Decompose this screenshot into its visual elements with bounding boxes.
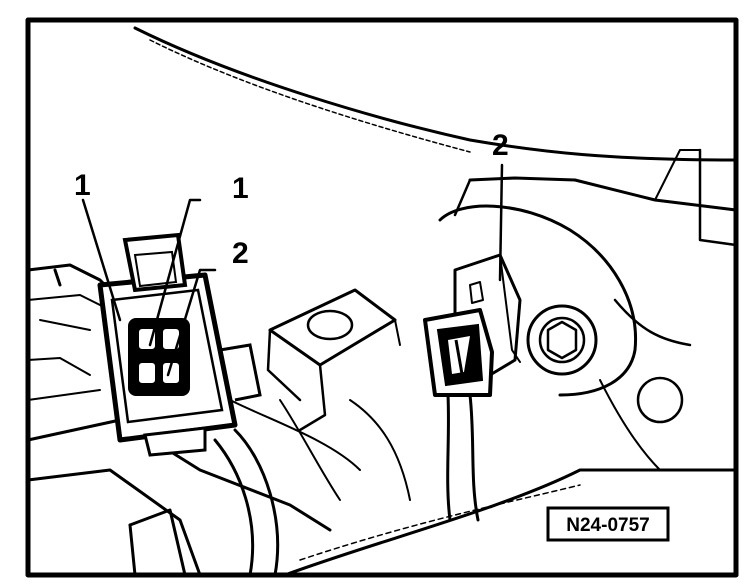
bolt: [526, 304, 598, 376]
sensor-connector: [423, 308, 494, 397]
housing-outline: [133, 26, 738, 247]
figure-frame: [25, 17, 739, 578]
callout-leaders: [81, 163, 504, 377]
wiring-harness: [213, 399, 411, 577]
callout-label-pin-1: 1: [232, 172, 249, 205]
center-bracket: [266, 288, 401, 432]
sensor-cable: [446, 393, 480, 522]
callout-label-connector: 1: [74, 169, 91, 202]
mounting-bracket: [438, 178, 737, 471]
lower-housing: [26, 418, 738, 577]
callout-label-pin-2: 2: [232, 237, 249, 270]
reference-code: N24-0757: [566, 515, 649, 536]
reference-code-box: N24-0757: [546, 506, 670, 542]
callout-label-sensor: 2: [492, 129, 509, 162]
